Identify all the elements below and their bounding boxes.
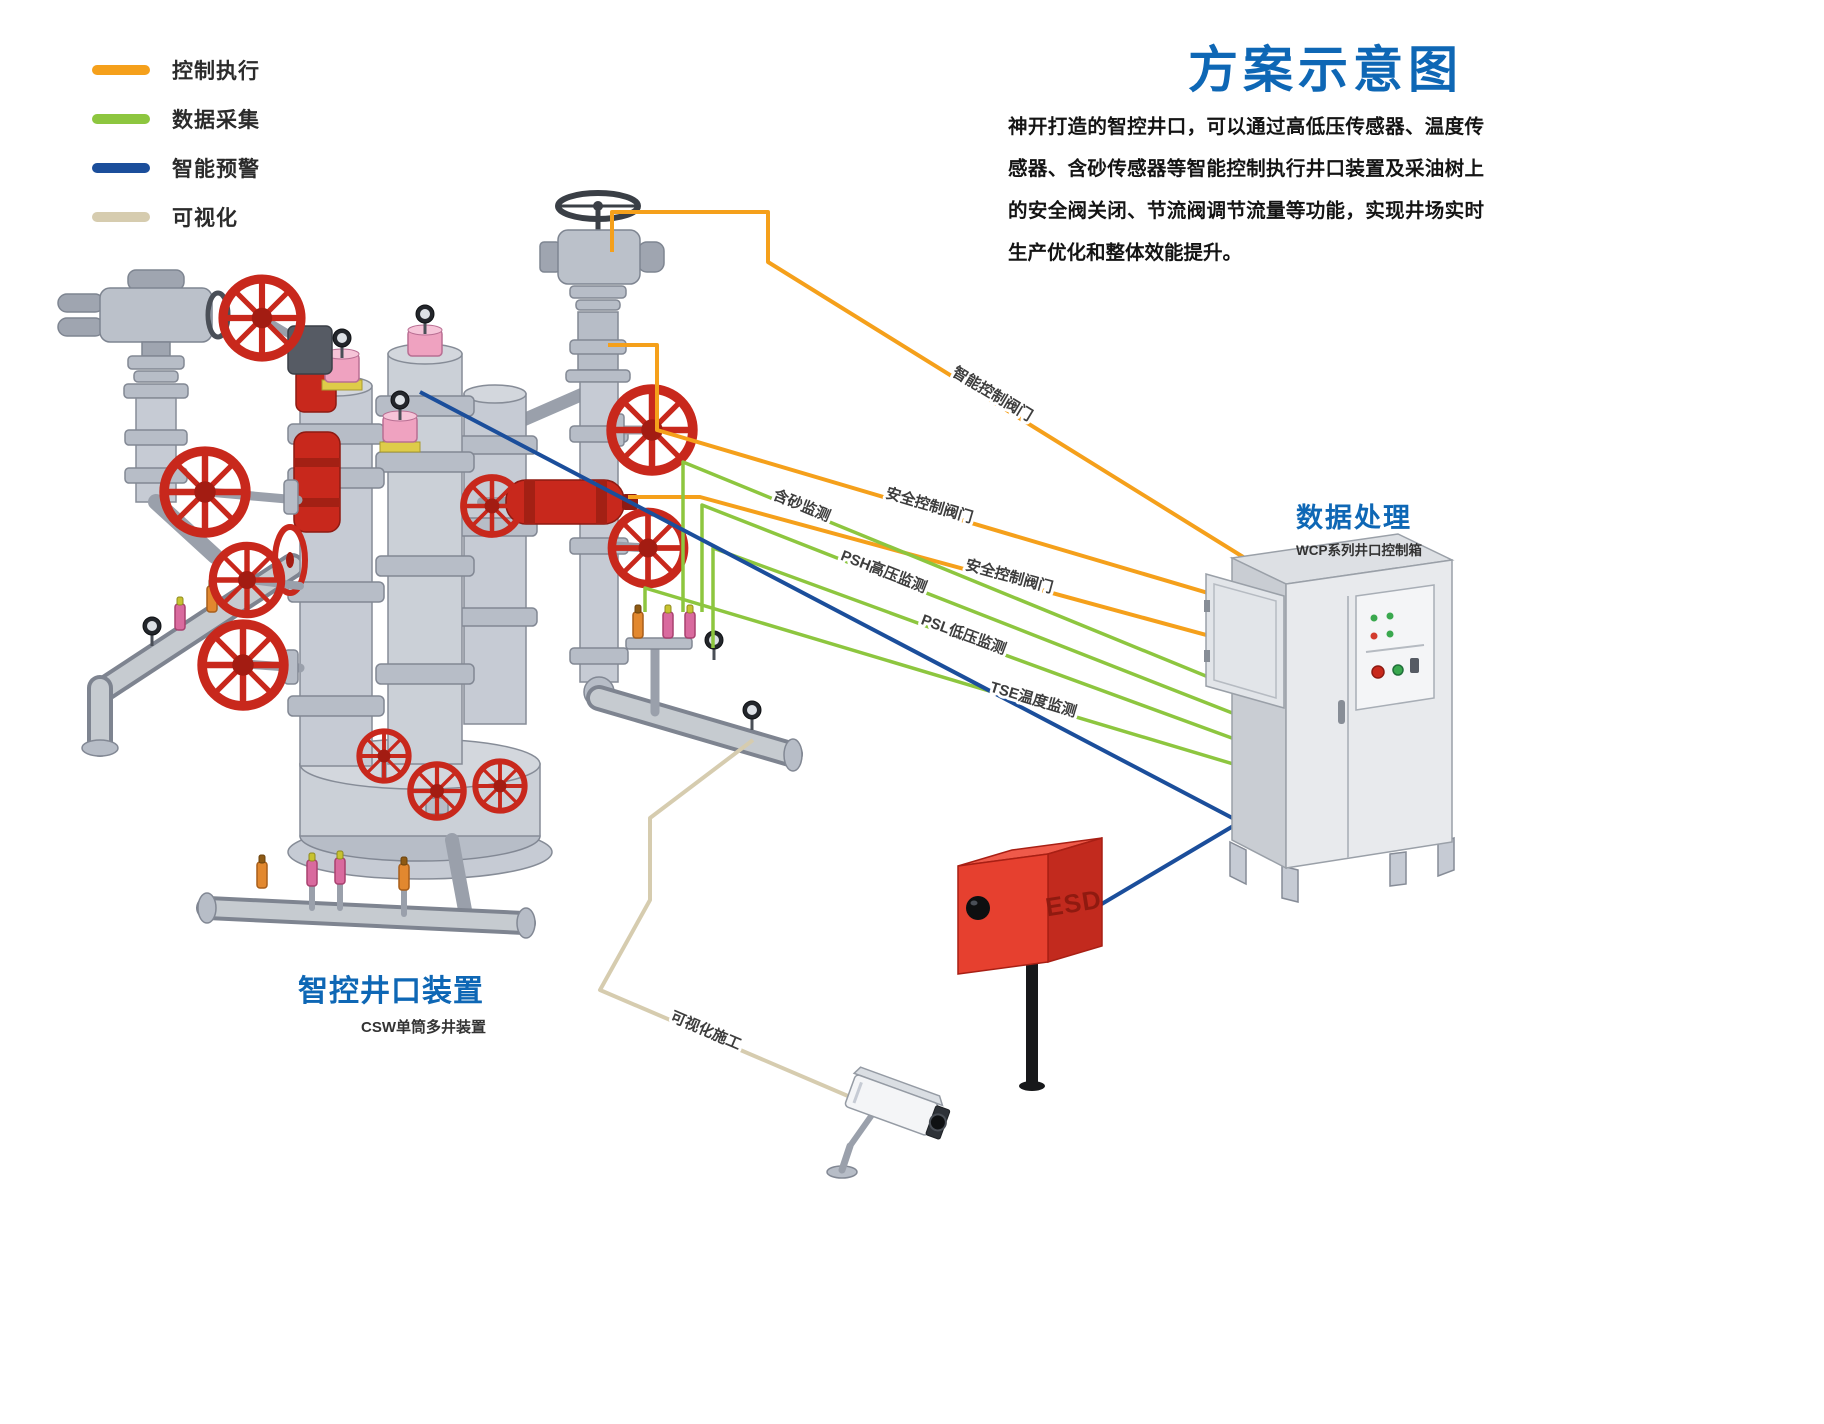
- sensor-icon: [662, 604, 674, 639]
- legend-swatch-data: [92, 114, 150, 124]
- warning-line: [419, 390, 1241, 824]
- data-line-3: [711, 546, 1241, 743]
- handwheel-icon: [611, 389, 693, 471]
- legend-item-data: 数据采集: [92, 107, 260, 132]
- line-label-control-2: 安全控制阀门: [884, 484, 975, 527]
- panel-switch: [1410, 658, 1419, 673]
- cabinet-door-handle: [1338, 700, 1345, 724]
- handwheel-icon: [410, 764, 463, 817]
- camera-graphic: [826, 1066, 951, 1179]
- legend-item-visual: 可视化: [92, 205, 260, 230]
- sensor-icon: [398, 856, 410, 891]
- cabinet-subtitle: WCP系列井口控制箱: [1296, 543, 1422, 558]
- left-actuator: [57, 269, 231, 564]
- sensor-icon: [632, 604, 644, 639]
- cabinet-title: 数据处理: [1296, 503, 1412, 533]
- line-label-control-3: 安全控制阀门: [964, 556, 1056, 597]
- sensor-manifold: [625, 604, 725, 717]
- connection-lines: [419, 210, 1255, 1104]
- sensor-icon: [334, 850, 346, 885]
- esd-pole-base: [1019, 1081, 1045, 1091]
- legend-label-control: 控制执行: [172, 60, 260, 83]
- control-line-2: [608, 343, 1253, 608]
- panel-button: [1392, 664, 1404, 676]
- data-line-2: [700, 503, 1241, 718]
- line-label-data-3: PSL低压监测: [919, 611, 1009, 659]
- handwheel-icon: [359, 731, 408, 780]
- handwheel-icon: [223, 279, 301, 357]
- indicator-light: [1370, 614, 1378, 622]
- legend-label-warning: 智能预警: [172, 158, 260, 181]
- legend-item-control: 控制执行: [92, 58, 260, 83]
- legend-swatch-warning: [92, 163, 150, 173]
- page-title: 方案示意图: [1188, 42, 1463, 98]
- hinge: [1204, 600, 1210, 612]
- warning-line-esd: [1098, 820, 1242, 907]
- esd-box-graphic: ESD: [957, 836, 1104, 1091]
- visual-line: [598, 738, 863, 1104]
- bottom-manifold: [196, 833, 536, 939]
- camera-lens-icon: [928, 1113, 947, 1132]
- camera-body: [844, 1066, 951, 1140]
- esd-button: [966, 896, 990, 920]
- handwheel-icon: [475, 761, 524, 810]
- indicator-light: [1386, 630, 1394, 638]
- cabinet-leg: [1281, 865, 1299, 903]
- cabinet-leg: [1229, 840, 1247, 886]
- control-line-3: [628, 495, 1255, 650]
- indicator-light: [1370, 632, 1378, 640]
- junction-box-door: [1213, 583, 1277, 699]
- legend-label-visual: 可视化: [172, 207, 238, 230]
- handwheels: [164, 279, 693, 818]
- legend-item-warning: 智能预警: [92, 156, 260, 181]
- camera-visor: [852, 1066, 944, 1107]
- sensor-icon: [256, 854, 268, 889]
- line-label-control-1: 智能控制阀门: [949, 363, 1035, 425]
- legend-swatch-visual: [92, 212, 150, 222]
- esd-button-highlight: [970, 900, 978, 906]
- junction-box: [1205, 573, 1285, 709]
- handwheel-icon: [164, 451, 246, 533]
- wellhead-caps: [321, 303, 443, 453]
- control-line-1: [610, 210, 1250, 562]
- handwheel-icon: [213, 546, 281, 614]
- wellhead-graphic: [57, 190, 803, 939]
- sensor-icon: [174, 596, 186, 631]
- indicator-light: [1386, 612, 1394, 620]
- sensor-icon: [684, 604, 696, 639]
- sensor-icon: [306, 852, 318, 887]
- cabinet-label: 数据处理 WCP系列井口控制箱: [1296, 496, 1422, 559]
- wellhead-label: 智控井口装置 CSW单筒多井装置: [298, 966, 486, 1037]
- esd-front: [957, 853, 1049, 975]
- line-label-visual: 可视化施工: [668, 1007, 744, 1053]
- data-line-1: [681, 460, 1241, 692]
- handwheel-icon: [202, 624, 284, 706]
- esd-pole: [1026, 956, 1038, 1086]
- hinge: [1204, 650, 1210, 662]
- wellhead-title: 智控井口装置: [298, 975, 484, 1008]
- control-cabinet-graphic: [1204, 533, 1455, 903]
- left-flowline-pipe: [81, 553, 305, 757]
- legend-swatch-control: [92, 65, 150, 75]
- panel-button: [1371, 665, 1385, 679]
- panel-label-line: [1365, 644, 1425, 653]
- legend-label-data: 数据采集: [172, 109, 260, 132]
- handwheel-icon: [464, 478, 521, 535]
- description-paragraph: 神开打造的智控井口，可以通过高低压传感器、温度传感器、含砂传感器等智能控制执行井…: [1008, 116, 1484, 264]
- cabinet-leg: [1389, 851, 1407, 887]
- data-line-4: [643, 586, 1241, 768]
- legend: 控制执行 数据采集 智能预警 可视化: [92, 58, 260, 230]
- wellhead-subtitle: CSW单筒多井装置: [361, 1019, 486, 1036]
- pressure-gauge-icon: [741, 699, 763, 732]
